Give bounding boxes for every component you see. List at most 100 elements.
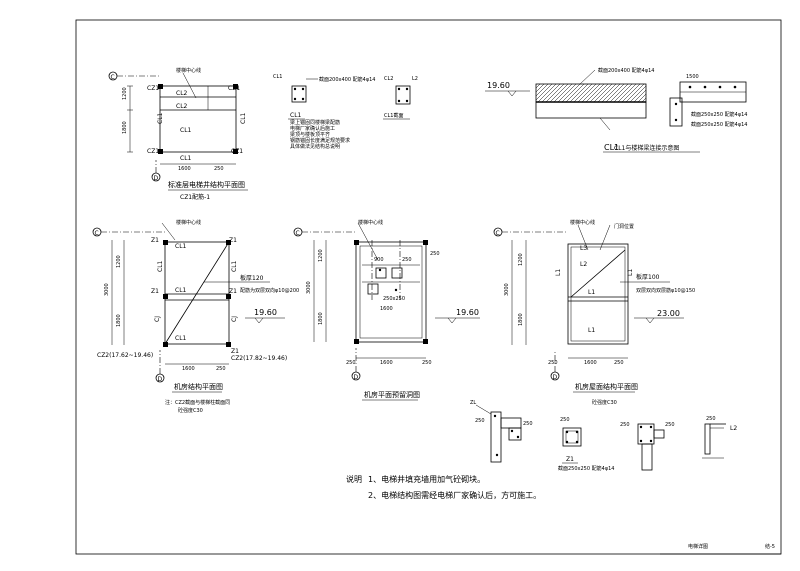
elevation-label: 23.00	[657, 309, 680, 318]
elevation-label: 19.60	[456, 308, 479, 317]
dim-text: 1800	[122, 121, 128, 134]
dim-text: 1200	[518, 253, 524, 266]
member-label: L2	[580, 261, 587, 268]
plan-note: 注：CZ2截面与楼梯柱截面同	[165, 399, 230, 406]
member-label: CL2	[176, 103, 188, 110]
note-line: 钢筋锚固长度满足规范要求	[290, 137, 350, 144]
dim-text: 1200	[318, 249, 324, 262]
callout-text: 门洞位置	[614, 223, 634, 230]
member-label: CL1	[175, 335, 187, 342]
member-label: Z1	[151, 237, 159, 244]
section-label: CL2	[384, 76, 393, 82]
dim-text: 250	[560, 417, 570, 423]
dim-text: 3000	[504, 283, 510, 296]
callout-text: 楼梯中心线	[176, 219, 201, 226]
note-line: 电梯厂家确认后施工	[290, 125, 335, 132]
dim-text: 3000	[104, 283, 110, 296]
member-label: CL1	[175, 243, 187, 250]
member-label: L1	[627, 269, 634, 276]
dim-text: 250	[665, 422, 675, 428]
axis-label: D	[553, 374, 558, 381]
dim-text: 250x250	[383, 296, 405, 302]
slab-note: 板厚120	[240, 274, 264, 282]
general-notes: 说明 1、电梯井填充墙用加气砼砌块。 2、电梯结构图需经电梯厂家确认后，方可施工…	[346, 474, 541, 500]
member-label: CJ	[231, 316, 238, 322]
dim-text: 1600	[380, 360, 393, 366]
section-label: CL1	[273, 74, 282, 80]
dim-text: 1200	[122, 87, 128, 100]
note-line-1: 1、电梯井填充墙用加气砼砌块。	[368, 474, 485, 484]
dim-text: 250	[548, 360, 558, 366]
plan-subtitle: CZ1配筋-1	[180, 193, 210, 201]
dim-text: 250	[422, 360, 432, 366]
member-label: Z1	[229, 237, 237, 244]
member-label: CJ	[154, 316, 161, 322]
sheet-number: 结-5	[765, 543, 775, 550]
note-line: 梁上锚固同楼梯梁配筋	[290, 119, 340, 126]
axis-label: C	[111, 74, 115, 81]
dim-text: 1200	[116, 255, 122, 268]
axis-label: C	[496, 230, 500, 237]
member-label: Z1	[151, 288, 159, 295]
slab-note: 双层双向双层筋φ10@150	[636, 287, 695, 294]
dim-text: 1600	[380, 306, 393, 312]
section-label: Z1	[566, 456, 574, 463]
member-label: Z1	[231, 348, 239, 355]
dim-text: 250	[620, 422, 630, 428]
member-label: CZ2(17.62~19.46)	[97, 352, 153, 359]
note-line: 梁顶与楼板顶平齐	[290, 131, 330, 138]
callout-text: 楼梯中心线	[176, 67, 201, 74]
member-label: L1	[588, 289, 595, 296]
plan-standard-floor: C D 1200 1800 楼梯中心线 CZ1 CZ1 CZ1 CZ1 CL2 …	[108, 67, 248, 201]
dim-text: 250	[475, 418, 485, 424]
plan-note: 砼强度C30	[178, 407, 203, 414]
section-note: 截面250x250 配筋4φ14	[558, 465, 614, 472]
note-line-2: 2、电梯结构图需经电梯厂家确认后，方可施工。	[368, 490, 541, 500]
member-label: CZ1	[231, 148, 243, 155]
slab-note: 配筋为双层双向φ10@200	[240, 287, 299, 294]
plan-note: 砼强度C30	[592, 399, 617, 406]
axis-label: C	[95, 230, 99, 237]
plan-title: 机房屋面结构平面图	[575, 382, 638, 391]
member-label: CL1	[180, 127, 192, 134]
section-label: L2	[730, 425, 737, 432]
member-label: CL1	[157, 112, 164, 124]
note-line: 具体做法见结构总说明	[290, 143, 340, 150]
member-label: CL1	[157, 260, 164, 272]
member-label: CZ1	[228, 85, 240, 92]
detail-title: CL1与楼梯梁连接示意图	[614, 144, 679, 152]
dim-text: 250	[614, 360, 624, 366]
member-label: Z1	[229, 288, 237, 295]
plan-machine-room: C D 3000 1200 1800 楼梯中心线 Z1 Z1 Z1 Z1 Z1 …	[92, 219, 299, 414]
dim-text: 1800	[116, 314, 122, 327]
dim-text: 1600	[178, 166, 191, 172]
plan-title: 标准层电梯井结构平面图	[168, 180, 245, 189]
detail-note: 截面250x250 配筋4φ14	[691, 111, 747, 118]
lower-details: ZL 250 250 250 Z1 截面250x250 配筋4φ14 250 2…	[470, 400, 737, 472]
plan-title: 机房平面预留洞图	[364, 390, 420, 399]
dim-text: 1800	[318, 312, 324, 325]
sheet-border	[75, 19, 782, 555]
section-label: CL1	[290, 112, 302, 119]
member-label: CL1	[180, 155, 192, 162]
member-label: CZ1	[147, 148, 159, 155]
axis-label: D	[354, 374, 359, 381]
cl1-connection-detail: 19.60 截面200x400 配筋4φ14 CL1 CL1与楼梯梁连接示意图 …	[485, 67, 747, 153]
member-label: CL1	[240, 112, 247, 124]
plan-reserved-holes: C D 3000 1200 1800 楼梯中心线 900 250 250 250…	[293, 219, 480, 401]
dim-text: 250	[214, 166, 224, 172]
member-label: L1	[588, 327, 595, 334]
callout-text: 楼梯中心线	[358, 219, 383, 226]
member-label: CZ1	[147, 85, 159, 92]
detail-note: 截面200x400 配筋4φ14	[598, 67, 654, 74]
dim-text: 1500	[686, 74, 699, 80]
member-label: CL1	[604, 143, 619, 152]
dim-text: 250	[216, 366, 226, 372]
axis-label: D	[158, 376, 163, 383]
detail-note: 截面250x250 配筋4φ14	[691, 121, 747, 128]
member-label: L3	[580, 245, 587, 252]
dim-text: 250	[706, 416, 716, 422]
dim-text: 1600	[584, 360, 597, 366]
callout-text: 楼梯中心线	[570, 219, 595, 226]
section-label: CL1截面	[384, 112, 403, 119]
